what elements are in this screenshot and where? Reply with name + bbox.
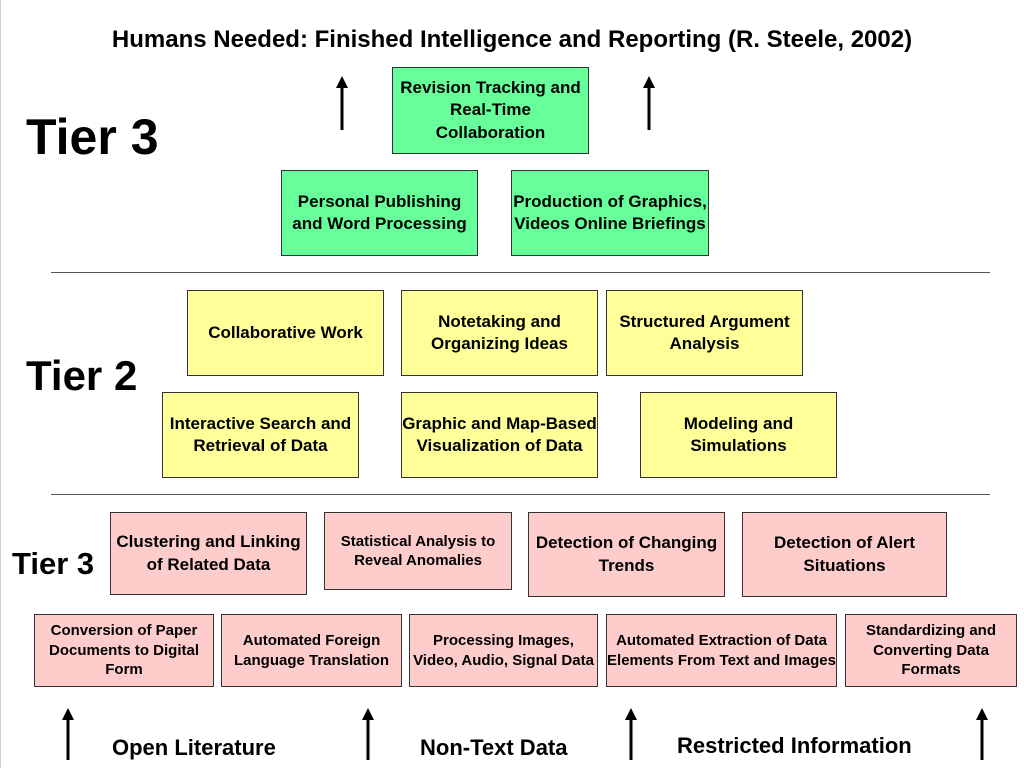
map-visualization-box: Graphic and Map-Based Visualization of D…	[401, 392, 598, 478]
up-arrow-icon	[976, 708, 988, 760]
clustering-box: Clustering and Linking of Related Data	[110, 512, 307, 595]
page-title: Humans Needed: Finished Intelligence and…	[111, 26, 913, 53]
changing-trends-box: Detection of Changing Trends	[528, 512, 725, 597]
structured-argument-box: Structured Argument Analysis	[606, 290, 803, 376]
up-arrow-icon	[362, 708, 374, 760]
data-extraction-box: Automated Extraction of Data Elements Fr…	[606, 614, 837, 687]
tier-3-top-label: Tier 3	[26, 109, 159, 165]
collaborative-work-box: Collaborative Work	[187, 290, 384, 376]
statistical-analysis-box: Statistical Analysis to Reveal Anomalies	[324, 512, 512, 590]
modeling-simulations-box: Modeling and Simulations	[640, 392, 837, 478]
notetaking-box: Notetaking and Organizing Ideas	[401, 290, 598, 376]
tier-divider-bottom	[51, 494, 990, 495]
up-arrow-icon	[336, 76, 348, 130]
foreign-translation-box: Automated Foreign Language Translation	[221, 614, 402, 687]
tier-2-label: Tier 2	[26, 352, 138, 399]
signal-processing-box: Processing Images, Video, Audio, Signal …	[409, 614, 598, 687]
up-arrow-icon	[643, 76, 655, 130]
paper-conversion-box: Conversion of Paper Documents to Digital…	[34, 614, 214, 687]
up-arrow-icon	[625, 708, 637, 760]
interactive-search-box: Interactive Search and Retrieval of Data	[162, 392, 359, 478]
personal-publishing-box: Personal Publishing and Word Processing	[281, 170, 478, 256]
tier-3-bottom-label: Tier 3	[12, 546, 95, 581]
up-arrow-icon	[62, 708, 74, 760]
source-restricted-information: Restricted Information	[677, 733, 912, 758]
graphics-production-box: Production of Graphics, Videos Online Br…	[511, 170, 709, 256]
revision-tracking-box: Revision Tracking and Real-Time Collabor…	[392, 67, 589, 154]
source-non-text-data: Non-Text Data	[420, 735, 568, 760]
format-standardizing-box: Standardizing and Converting Data Format…	[845, 614, 1017, 687]
left-border-line	[0, 0, 1, 768]
alert-situations-box: Detection of Alert Situations	[742, 512, 947, 597]
tier-divider-top	[51, 272, 990, 273]
source-open-literature: Open Literature	[112, 735, 276, 760]
